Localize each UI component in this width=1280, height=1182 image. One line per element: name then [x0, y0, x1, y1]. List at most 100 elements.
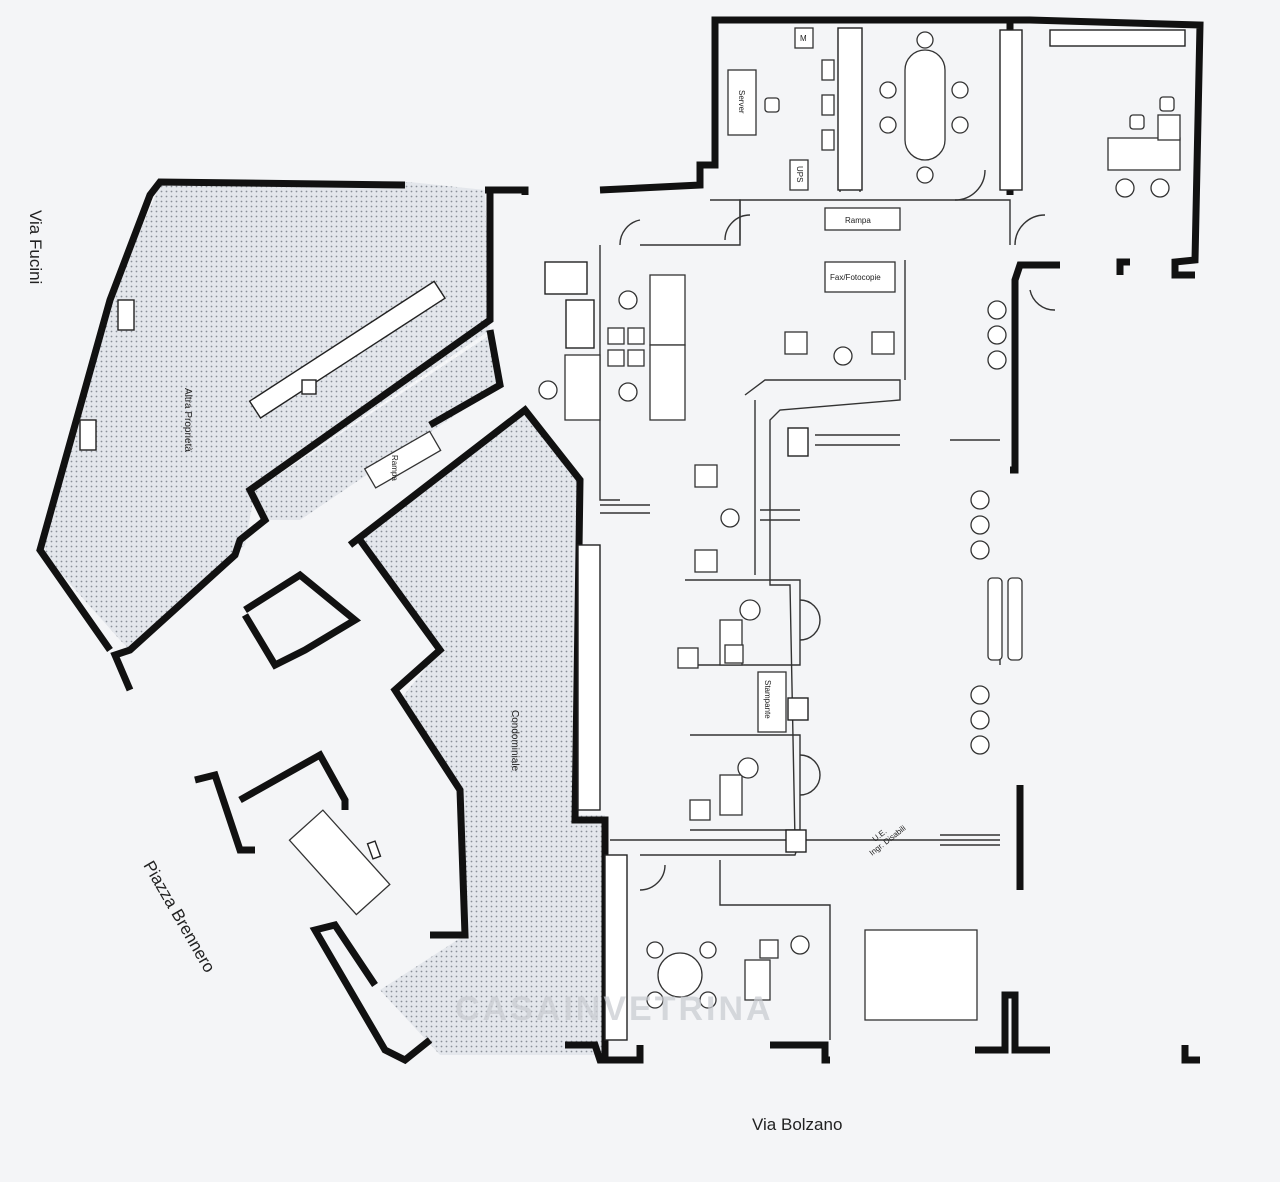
waiting-seat-1: [987, 300, 1007, 320]
label-printer: Stampante: [763, 680, 772, 719]
chair-col-1: [720, 508, 740, 528]
condominium-area: [360, 410, 605, 1055]
office-chair-r3: [1115, 178, 1135, 198]
interior-office-bottom: [690, 734, 801, 831]
shelving-main-left: [577, 544, 601, 811]
ramp-top: [824, 207, 901, 231]
wall-bottom-front-2: [770, 1041, 830, 1064]
wall-bottom-right: [975, 991, 1050, 1054]
waiting-seat-9: [970, 735, 990, 755]
interior-bottom-rooms: [640, 839, 1000, 856]
waiting-seat-3: [987, 350, 1007, 370]
fax-copier: [824, 261, 896, 293]
office-chair-a: [677, 647, 699, 669]
chair-2: [627, 327, 645, 345]
desk-mid-2: [871, 331, 895, 355]
chair-1: [607, 327, 625, 345]
door-arc-7: [1014, 214, 1046, 246]
meeting-chair-6: [916, 166, 934, 184]
waiting-seat-7: [970, 685, 990, 705]
chair-7: [538, 380, 558, 400]
waiting-bench-1: [987, 577, 1003, 661]
label-fax: Fax/Fotocopie: [830, 273, 881, 282]
server-chair: [764, 97, 780, 113]
rack-a: [821, 59, 835, 81]
wall-bottom-front: [565, 1041, 644, 1064]
waiting-bench-2: [1007, 577, 1023, 661]
door-arc-6: [799, 754, 821, 796]
shelving-server-left: [837, 27, 863, 191]
kiosk-small: [366, 840, 382, 860]
waiting-seat-6: [970, 540, 990, 560]
door-arc-8: [1029, 289, 1056, 311]
chair-6: [618, 382, 638, 402]
shelving-bottom-left: [604, 854, 628, 1041]
shelving-meeting-right: [999, 29, 1023, 191]
round-chair-2: [699, 941, 717, 959]
desk-bottom-chair: [759, 939, 779, 959]
chair-4: [627, 349, 645, 367]
interior-bottom-room-wall: [719, 860, 831, 1040]
label-ups: UPS: [795, 166, 804, 182]
office-chair-r2: [1159, 96, 1175, 112]
corridor-hatch: [255, 335, 500, 520]
desk-main-3: [564, 354, 601, 421]
office-chair-r4: [1150, 178, 1170, 198]
chair-mid-1: [833, 346, 853, 366]
wall-pillar-2: [79, 419, 97, 451]
label-m: M: [800, 34, 807, 43]
wall-right-column: [1010, 261, 1060, 474]
meeting-chair-3: [951, 81, 969, 99]
office-desk-side: [1157, 114, 1181, 141]
rack-b: [821, 94, 835, 116]
door-arc-4: [639, 864, 666, 891]
pillar-1: [787, 427, 809, 457]
wall-piazza-room: [238, 750, 349, 810]
round-chair-3: [646, 991, 664, 1009]
label-ramp-left: Rampa: [390, 455, 399, 481]
other-property-area: [40, 182, 490, 650]
desk-bottom-1: [744, 959, 771, 1001]
desk-mid-1: [784, 331, 808, 355]
shelving-corridor: [248, 280, 446, 419]
desk-main-2: [649, 344, 686, 421]
desk-col-2: [694, 549, 718, 573]
desk-bottom-chair-2: [790, 935, 810, 955]
meeting-table: [904, 49, 946, 161]
meeting-chair-5: [916, 31, 934, 49]
label-condominium: Condominiale: [509, 710, 520, 772]
door-arc-2: [724, 214, 751, 241]
wall-lower-left-2: [309, 921, 433, 1065]
round-chair-4: [699, 991, 717, 1009]
wall-upper-block: [485, 186, 529, 195]
kiosk-counter: [288, 809, 391, 916]
wall-pillar-3: [301, 379, 317, 395]
printer-unit: [757, 671, 787, 733]
ramp-left-box: [363, 430, 442, 489]
wall-room-mid: [241, 570, 362, 670]
rack-c: [821, 129, 835, 151]
door-arc-3: [619, 219, 641, 246]
wall-diagonal-top: [110, 190, 494, 692]
shelving-office-top: [1049, 29, 1186, 47]
desk-main-1: [649, 274, 686, 346]
ups-unit: [789, 159, 809, 191]
wall-lower-left: [357, 537, 469, 939]
m-unit: [794, 27, 814, 49]
wall-top-right-2: [1010, 16, 1204, 279]
wall-right-side: [1116, 258, 1130, 275]
door-arc-1: [954, 169, 986, 201]
office-chair-b2: [737, 757, 759, 779]
wall-pillar-1: [117, 299, 135, 331]
office-chair-b: [689, 799, 711, 821]
label-ramp-top: Rampa: [845, 216, 871, 225]
interior-main-left: [599, 245, 620, 501]
office-chair-a3: [739, 599, 761, 621]
wall-corridor: [428, 329, 504, 429]
chair-5: [618, 290, 638, 310]
office-desk-right: [1107, 137, 1181, 171]
label-other-property: Altra Proprietà: [182, 388, 193, 452]
office-chair-a2: [724, 644, 744, 664]
street-piazza-brennero: Piazza Brennero: [140, 858, 219, 976]
